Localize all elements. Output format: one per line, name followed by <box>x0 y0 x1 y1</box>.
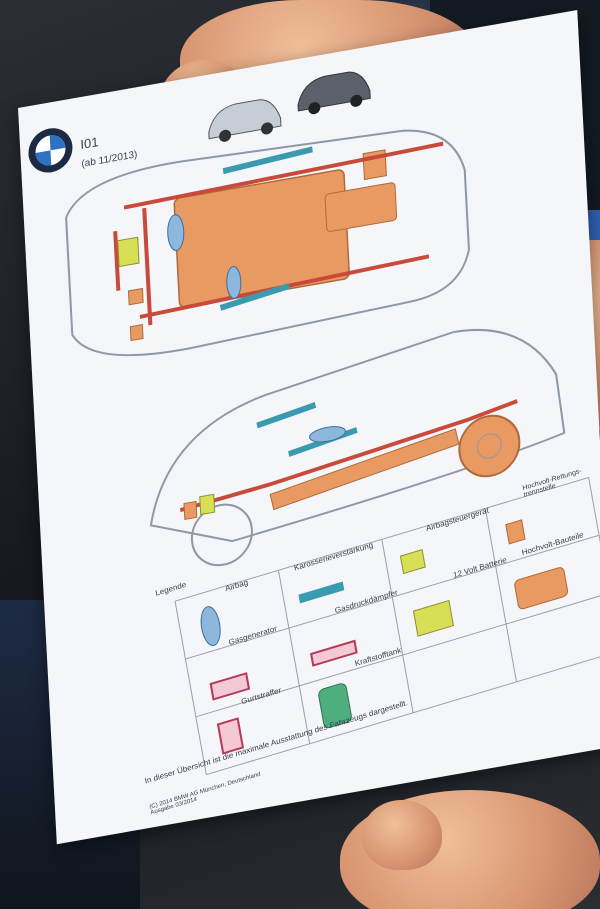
bmw-logo-icon <box>28 128 73 173</box>
legend-fuel-tank-label: Kraftstofftank <box>354 645 402 669</box>
legend-fuel-tank-swatch <box>318 683 352 729</box>
rescue-sheet-drawing <box>28 71 600 776</box>
car-side-view <box>149 328 566 567</box>
car-thumbnail-icon <box>208 99 282 142</box>
legend-battery-label: 12 Volt Batterie <box>452 555 508 580</box>
legend-hv-component-label: Hochvolt-Bauteile <box>520 530 585 558</box>
rescue-sheet: I01 (ab 11/2013) Legende Airbag Karosser… <box>18 10 600 845</box>
legend-table <box>174 476 600 776</box>
legend-hv-cut-swatch <box>505 519 526 545</box>
legend-gas-strut-label: Gasdruckdämpfer <box>334 587 399 616</box>
legend-hv-component-swatch <box>514 567 569 610</box>
legend-gas-generator-swatch <box>209 672 251 701</box>
car-thumbnail-icon <box>297 71 371 115</box>
legend-reinforcement-swatch <box>298 581 345 604</box>
legend-airbag-label: Airbag <box>224 577 249 594</box>
model-title: I01 <box>80 134 99 153</box>
legend-airbag-swatch <box>200 606 221 647</box>
legend-belt-tensioner-swatch <box>216 717 245 755</box>
legend-reinforcement-label: Karosserieverstärkung <box>293 540 374 573</box>
legend-gas-strut-swatch <box>310 639 358 667</box>
legend-battery-swatch <box>412 599 455 637</box>
legend-belt-tensioner-label: Gurtstraffer <box>240 685 282 707</box>
bottom-hand-thumb <box>362 800 442 870</box>
legend-airbag-control-label: Airbagsteuergerät <box>425 505 490 534</box>
legend-airbag-control-swatch <box>399 549 426 575</box>
legend-gas-generator-label: Gasgenerator <box>227 623 278 648</box>
car-top-view <box>65 129 470 357</box>
